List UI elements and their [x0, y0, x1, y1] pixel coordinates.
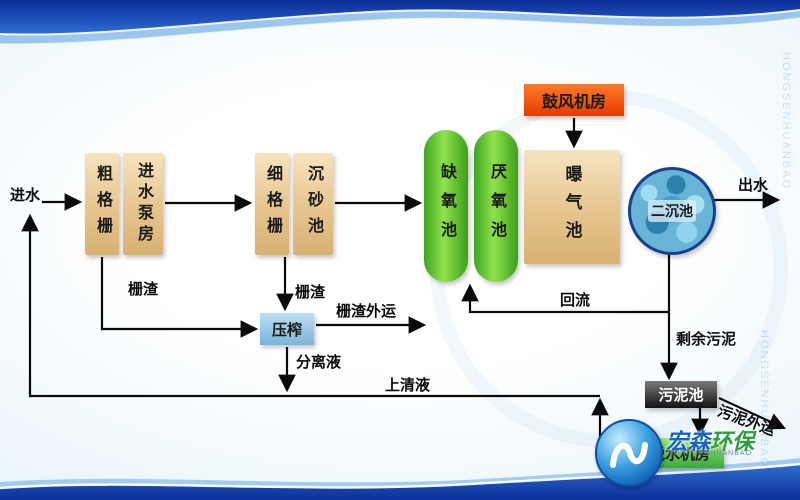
label-return-flow: 回流 — [560, 292, 591, 309]
label-influent: 进水 — [10, 187, 41, 204]
dewatering-room-label: 脱水机房 — [649, 445, 710, 463]
line-return-flow — [461, 283, 669, 314]
anoxic-tank-label: 缺氧池 — [438, 162, 455, 250]
line-coarse-screenings — [100, 257, 259, 338]
node-coarse-screen: 粗格栅 — [85, 153, 119, 255]
press-label: 压榨 — [271, 321, 302, 339]
node-press: 压榨 — [260, 313, 314, 345]
node-inlet-pump-house: 进水泵房 — [123, 153, 163, 255]
brand-subtext: HONGSENHUANBAO — [668, 450, 753, 457]
label-screenings-coarse: 栅渣 — [128, 281, 159, 298]
bottom-wave-banner — [0, 458, 800, 500]
node-secondary-clarifier: 二沉池 — [628, 167, 716, 255]
logo-swirl-icon — [610, 442, 648, 468]
arrow-sludge-out — [718, 397, 786, 430]
grit-chamber-label: 沉砂池 — [305, 165, 322, 243]
brand-name-green: 环保 — [710, 429, 755, 454]
node-fine-screen: 细格栅 — [255, 153, 289, 255]
label-separated-liquid: 分离液 — [296, 354, 342, 371]
label-screenings-out: 栅渣外运 — [336, 303, 397, 320]
node-aeration-tank: 曝气池 — [524, 150, 620, 264]
label-excess-sludge: 剩余污泥 — [676, 331, 737, 348]
node-anaerobic-tank: 厌氧池 — [474, 130, 518, 282]
fine-screen-label: 细格栅 — [264, 165, 281, 243]
blower-room-label: 鼓风机房 — [541, 94, 606, 111]
logo-icon — [595, 419, 663, 487]
secondary-clarifier-label: 二沉池 — [648, 200, 696, 222]
line-supernatant-return — [21, 213, 600, 398]
label-supernatant: 上清液 — [385, 377, 431, 394]
inlet-pump-house-label: 进水泵房 — [135, 162, 152, 246]
label-screenings-fine: 栅渣 — [295, 284, 326, 301]
coarse-screen-label: 粗格栅 — [94, 165, 111, 243]
node-anoxic-tank: 缺氧池 — [424, 130, 468, 282]
node-grit-chamber: 沉砂池 — [293, 153, 333, 255]
aeration-tank-label: 曝气池 — [562, 165, 582, 249]
node-sludge-tank: 污泥池 — [645, 381, 717, 408]
anaerobic-tank-label: 厌氧池 — [488, 162, 505, 250]
top-wave-banner — [0, 0, 800, 45]
sludge-tank-label: 污泥池 — [658, 387, 704, 404]
node-blower-room: 鼓风机房 — [524, 84, 624, 116]
label-effluent: 出水 — [738, 177, 769, 194]
